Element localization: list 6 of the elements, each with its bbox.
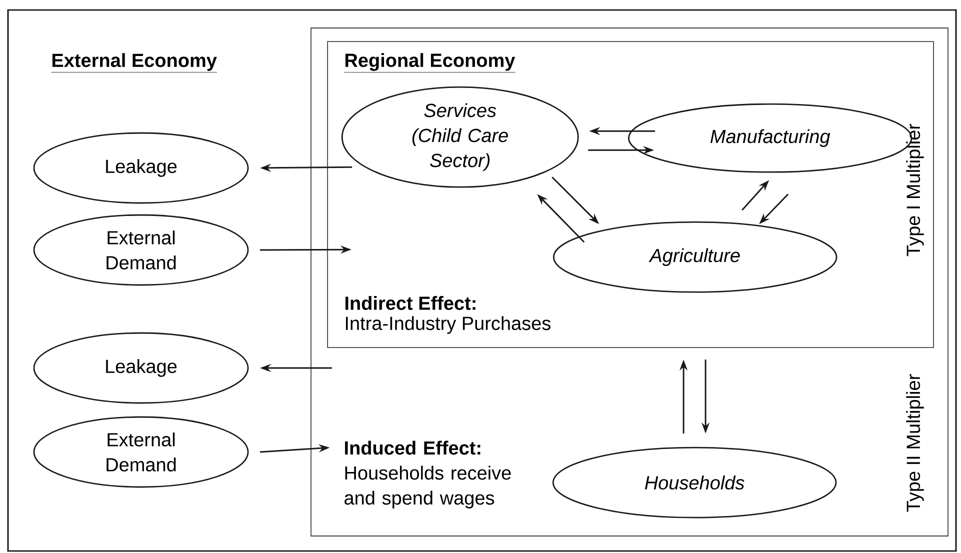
heading: External Economy bbox=[51, 53, 218, 72]
effect-text: Intra-Industry Purchases bbox=[346, 316, 550, 334]
effect-title: Indirect Effect: bbox=[345, 296, 476, 310]
vertical-label: Type II Multiplier bbox=[906, 374, 924, 512]
effect-text: Induced Effect: Households receive and spend wages bbox=[344, 440, 511, 508]
heading: Regional Economy bbox=[344, 53, 516, 72]
